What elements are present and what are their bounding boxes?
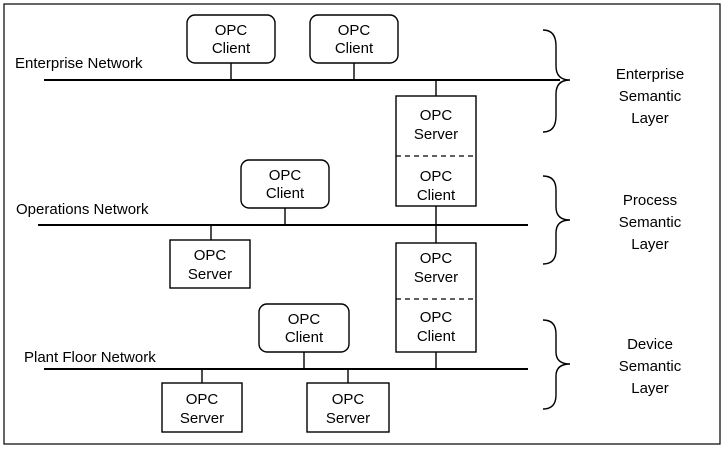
svg-text:OPC: OPC [420, 107, 453, 124]
svg-text:Client: Client [212, 40, 251, 57]
svg-text:OPC: OPC [338, 22, 371, 39]
svg-text:Client: Client [266, 185, 305, 202]
svg-text:Client: Client [285, 329, 324, 346]
enterprise-network-label: Enterprise Network [15, 55, 143, 72]
svg-text:Client: Client [335, 40, 374, 57]
svg-text:Semantic: Semantic [619, 88, 682, 105]
svg-text:OPC: OPC [186, 391, 219, 408]
svg-text:Semantic: Semantic [619, 358, 682, 375]
svg-text:Client: Client [417, 328, 456, 345]
svg-text:Process: Process [623, 192, 677, 209]
operations-client: OPC Client [240, 159, 330, 209]
svg-text:Server: Server [180, 410, 224, 427]
svg-text:Semantic: Semantic [619, 214, 682, 231]
svg-text:Layer: Layer [631, 236, 669, 253]
plant-floor-server-2: OPC Server [306, 382, 390, 433]
operations-server: OPC Server [169, 239, 251, 289]
device-semantic-layer-label: Device Semantic Layer [619, 336, 682, 397]
svg-text:Layer: Layer [631, 380, 669, 397]
svg-text:OPC: OPC [332, 391, 365, 408]
svg-text:OPC: OPC [288, 311, 321, 328]
enterprise-client-1: OPC Client [186, 14, 276, 64]
process-layer-brace [542, 175, 571, 265]
device-layer-brace [542, 319, 571, 410]
svg-text:Server: Server [414, 126, 458, 143]
svg-text:Server: Server [188, 266, 232, 283]
enterprise-client-2: OPC Client [309, 14, 399, 64]
operations-network-label: Operations Network [16, 201, 149, 218]
svg-text:OPC: OPC [420, 168, 453, 185]
diagram-frame [3, 3, 721, 445]
svg-text:Server: Server [414, 269, 458, 286]
svg-text:Enterprise: Enterprise [616, 66, 684, 83]
plant-floor-client: OPC Client [258, 303, 350, 353]
svg-text:OPC: OPC [215, 22, 248, 39]
enterprise-semantic-layer-label: Enterprise Semantic Layer [616, 66, 684, 127]
svg-text:OPC: OPC [420, 309, 453, 326]
svg-text:Client: Client [417, 187, 456, 204]
gateway-operations-plant: OPC Server OPC Client [395, 242, 477, 353]
svg-text:OPC: OPC [269, 167, 302, 184]
process-semantic-layer-label: Process Semantic Layer [619, 192, 682, 253]
svg-text:OPC: OPC [194, 247, 227, 264]
gateway-enterprise-operations: OPC Server OPC Client [395, 95, 477, 207]
plant-floor-server-1: OPC Server [161, 382, 243, 433]
svg-text:Server: Server [326, 410, 370, 427]
plant-floor-network-label: Plant Floor Network [24, 349, 156, 366]
svg-text:Layer: Layer [631, 110, 669, 127]
svg-text:OPC: OPC [420, 250, 453, 267]
svg-text:Device: Device [627, 336, 673, 353]
enterprise-layer-brace [542, 29, 571, 133]
